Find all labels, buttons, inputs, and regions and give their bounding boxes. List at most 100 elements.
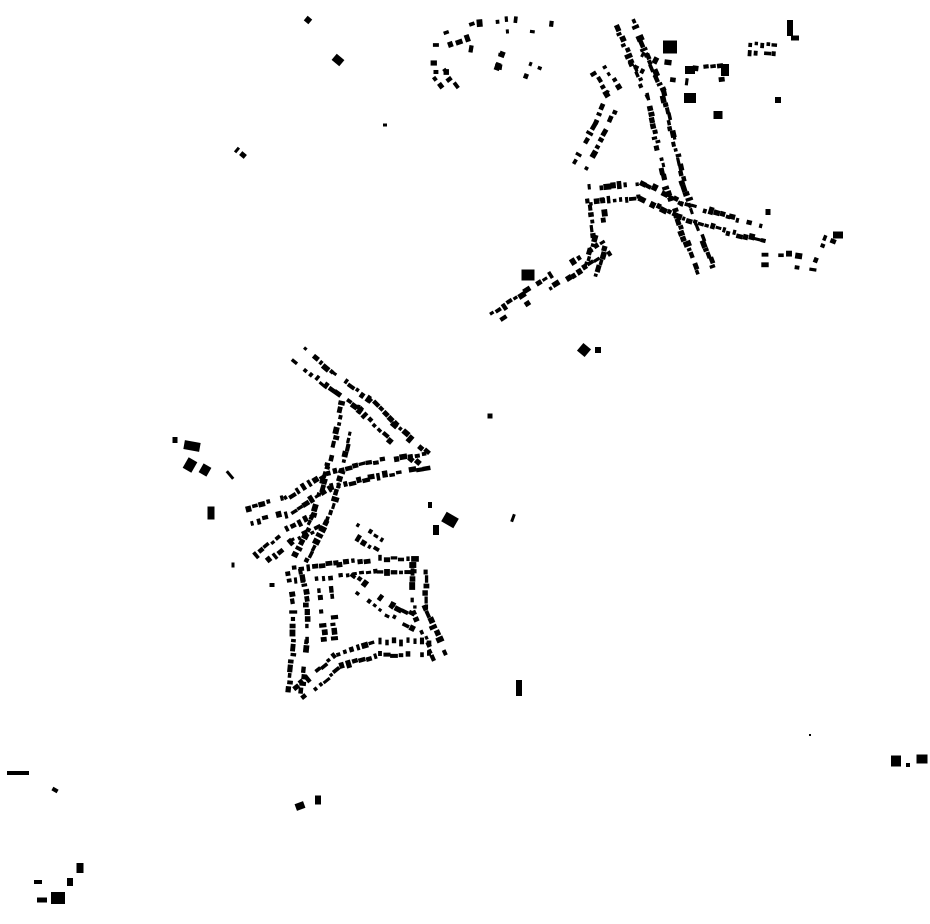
building	[709, 263, 716, 269]
building	[702, 208, 708, 214]
building	[332, 488, 339, 496]
building	[564, 274, 573, 282]
building	[338, 661, 345, 670]
building	[660, 89, 668, 97]
building	[239, 151, 247, 159]
building	[310, 544, 317, 552]
building	[315, 795, 321, 805]
building	[321, 470, 328, 478]
building	[548, 20, 554, 28]
building	[624, 46, 631, 53]
building	[505, 29, 510, 34]
building	[376, 570, 384, 574]
building	[430, 60, 437, 66]
building	[420, 652, 424, 658]
building	[819, 243, 826, 249]
building	[336, 561, 343, 568]
building	[468, 21, 476, 27]
building	[290, 508, 299, 516]
building	[341, 450, 349, 458]
building	[373, 653, 378, 660]
building	[379, 456, 386, 462]
building	[286, 578, 292, 583]
building	[51, 892, 65, 904]
building	[623, 182, 628, 188]
building	[659, 157, 664, 162]
building	[399, 570, 403, 575]
building	[651, 56, 660, 65]
building	[367, 416, 374, 423]
building	[775, 97, 781, 103]
building	[419, 629, 425, 635]
building	[431, 75, 438, 82]
building	[426, 640, 432, 645]
building	[633, 64, 640, 71]
building	[372, 399, 381, 408]
building	[677, 163, 685, 172]
building	[291, 565, 297, 570]
building	[317, 594, 324, 601]
building	[688, 251, 695, 259]
building	[613, 24, 622, 33]
building	[689, 207, 694, 215]
building	[587, 211, 594, 218]
building	[441, 511, 459, 529]
building	[328, 585, 334, 593]
building	[34, 880, 42, 884]
building	[332, 389, 343, 398]
building	[650, 183, 659, 192]
building	[718, 76, 725, 83]
building	[433, 629, 442, 637]
building	[586, 255, 592, 262]
building	[628, 196, 637, 202]
building	[666, 193, 675, 200]
building	[287, 659, 294, 664]
building	[680, 183, 688, 193]
building	[276, 547, 285, 556]
building	[270, 539, 276, 546]
building	[614, 83, 623, 91]
building	[330, 495, 340, 503]
building	[682, 239, 692, 248]
building	[673, 147, 678, 152]
building	[389, 420, 399, 430]
building	[794, 252, 803, 260]
building	[404, 570, 412, 575]
building	[594, 144, 601, 150]
building	[289, 610, 298, 614]
building	[422, 465, 431, 472]
building	[679, 201, 685, 207]
building	[332, 434, 340, 441]
building	[296, 504, 304, 511]
building	[707, 206, 715, 216]
building	[365, 459, 373, 466]
building	[306, 479, 313, 488]
building	[302, 644, 310, 653]
building	[367, 544, 372, 550]
building	[694, 223, 701, 232]
building	[589, 121, 598, 131]
building	[640, 51, 646, 58]
building	[410, 568, 415, 576]
building	[684, 201, 692, 208]
building	[298, 687, 304, 694]
building	[311, 537, 321, 546]
building	[575, 151, 583, 158]
building	[596, 75, 603, 84]
building	[262, 541, 270, 549]
building	[487, 413, 493, 419]
building	[289, 537, 295, 543]
building	[279, 495, 284, 502]
building	[427, 616, 436, 625]
building	[355, 644, 361, 651]
building	[346, 382, 356, 391]
building	[587, 183, 591, 190]
building	[442, 67, 449, 75]
building	[326, 485, 333, 493]
building	[791, 35, 799, 41]
building	[412, 616, 420, 623]
building	[616, 180, 622, 190]
building	[311, 475, 320, 484]
building	[306, 519, 313, 526]
building	[822, 234, 828, 242]
